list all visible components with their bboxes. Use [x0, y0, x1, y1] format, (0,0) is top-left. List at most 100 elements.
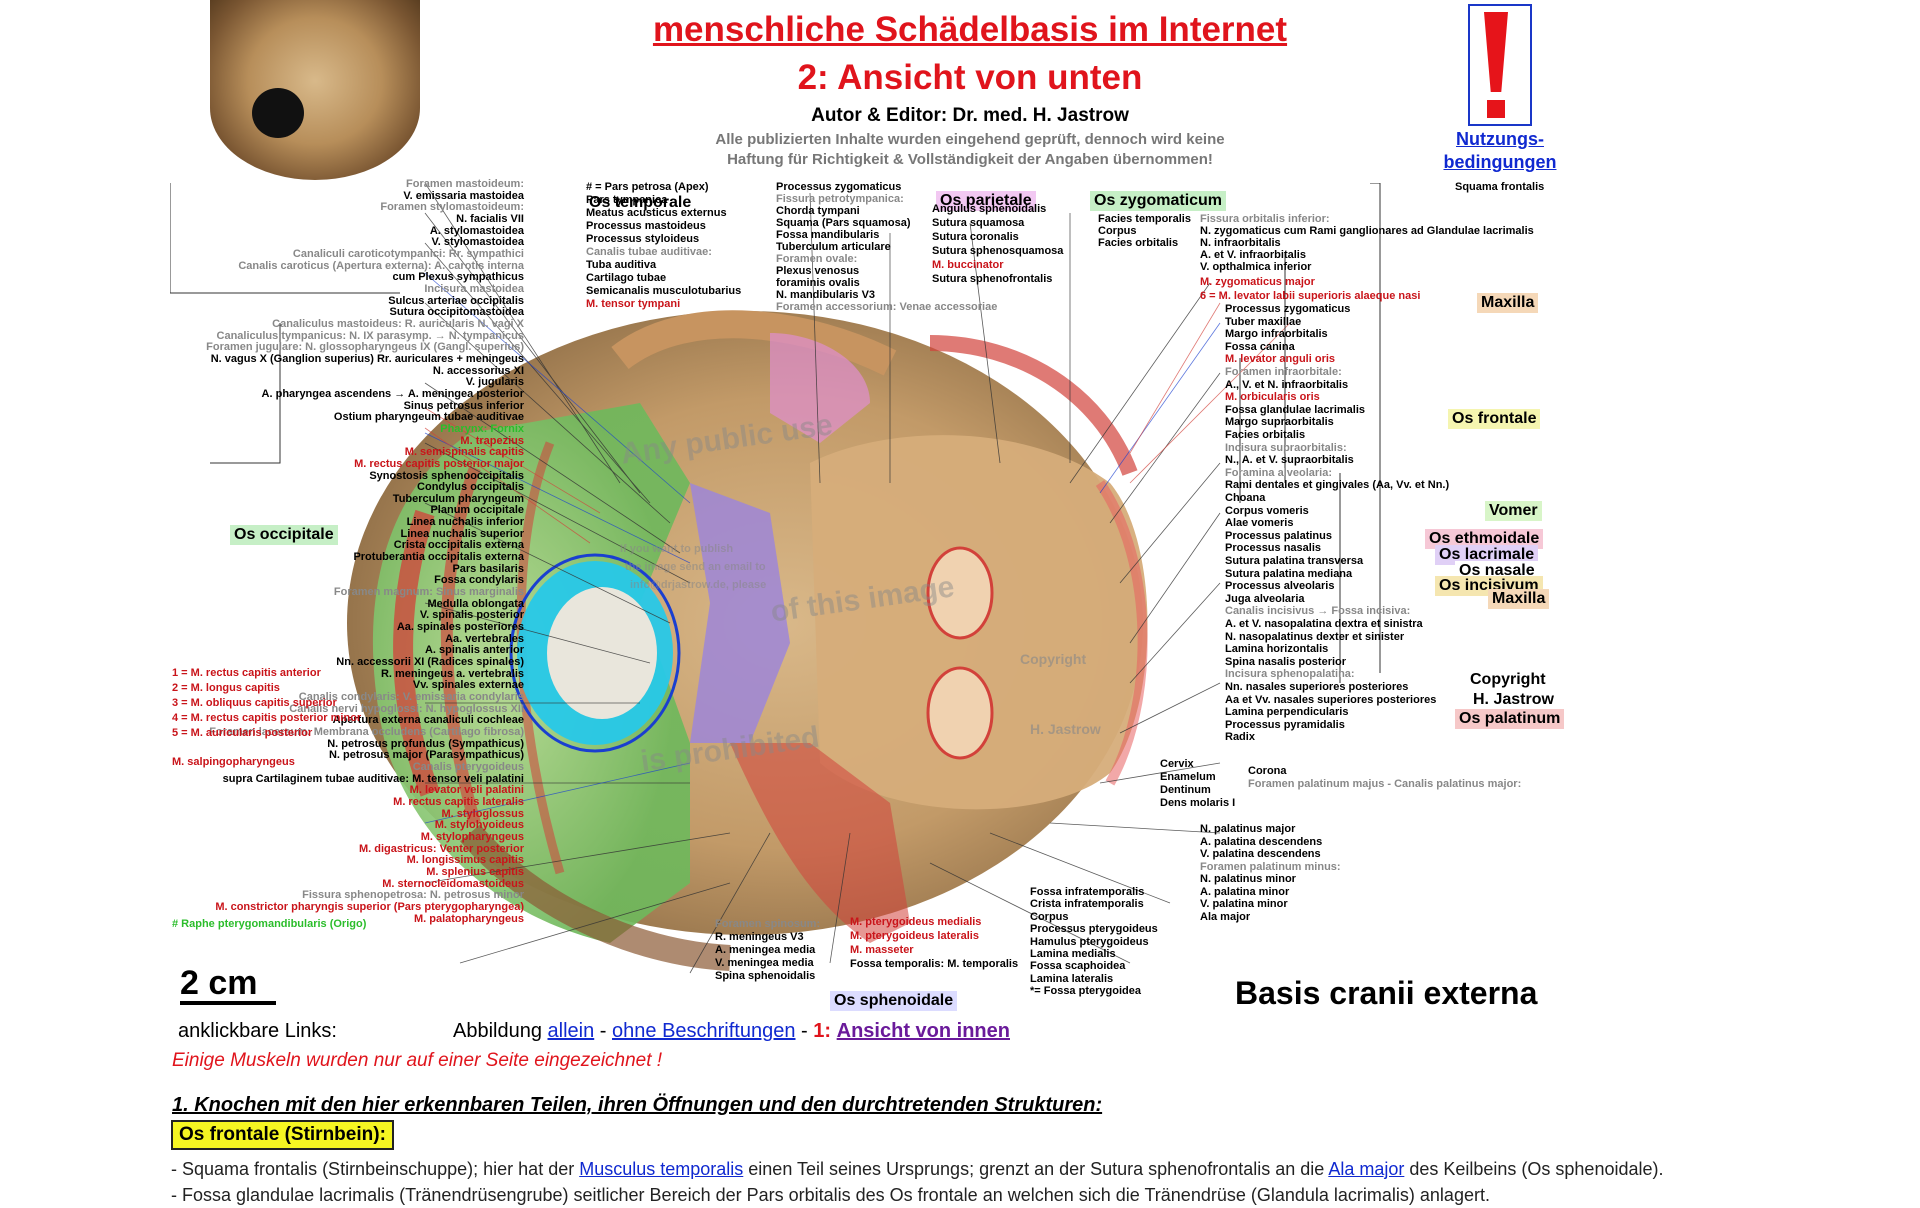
bone-box-os-palatinum[interactable]: Os palatinum: [1455, 709, 1565, 729]
left-label: M. splenius capitis: [426, 865, 524, 878]
left-label: Canaliculi caroticotympanici: Rr. sympat…: [292, 247, 524, 260]
left-label: Foramen mastoideum:: [406, 178, 524, 190]
right-label: A. et V. infraorbitalis: [1200, 249, 1306, 261]
right-label: Squama frontalis: [1455, 181, 1545, 193]
left-label: Foramen stylomastoideum:: [380, 201, 524, 214]
watermark-4: Copyright: [1020, 651, 1087, 667]
right-label: Margo infraorbitalis: [1225, 328, 1328, 341]
link-allein[interactable]: allein: [547, 1020, 595, 1042]
mid-label: Cartilago tubae: [586, 272, 667, 284]
mid-label: Foramen accessorium: Venae accessoriae: [776, 301, 998, 313]
mid-label: Sutura coronalis: [932, 231, 1019, 243]
disclaimer-line2: Haftung für Richtigkeit & Vollständigkei…: [727, 151, 1213, 168]
scale-bar: 2 cm: [180, 965, 276, 1005]
link-musculus-temporalis[interactable]: Musculus temporalis: [579, 1159, 744, 1179]
left-label: Canalis condylaris: V. emissaria condyla…: [298, 691, 524, 704]
body-line-1c: des Keilbeins (Os sphenoidale).: [1404, 1159, 1664, 1179]
right-label: Fossa canina: [1225, 340, 1295, 353]
right-label: Dentinum: [1160, 784, 1211, 796]
left-label: cum Plexus sympathicus: [392, 271, 524, 284]
terms-link-line1: Nutzungs-: [1456, 129, 1544, 149]
left-label: Medulla oblongata: [427, 597, 524, 610]
left-label: A. stylomastoidea: [429, 224, 524, 237]
mid-label: Plexus venosus: [776, 265, 860, 277]
right-label: Fossa glandulae lacrimalis: [1225, 403, 1366, 416]
right-label: A., V. et N. infraorbitalis: [1225, 378, 1349, 391]
right-label: Choana: [1225, 492, 1266, 504]
mid-label: N. mandibularis V3: [776, 289, 876, 301]
link-ohne-beschriftungen[interactable]: ohne Beschriftungen: [612, 1020, 796, 1042]
skull-image: [170, 183, 1381, 974]
left-label: Canalis nervi hypoglossi: N. hypoglossus…: [289, 702, 524, 715]
left-label: Tuberculum pharyngeum: [392, 492, 524, 505]
left-label: Planum occipitale: [430, 504, 524, 517]
bone-box-os-sphenoidale[interactable]: Os sphenoidale: [830, 991, 958, 1011]
mid-label: Meatus acusticus externus: [586, 207, 727, 219]
bone-box-maxilla-2[interactable]: Maxilla: [1488, 589, 1550, 609]
right-label: M. zygomaticus major: [1200, 276, 1315, 288]
abbildung-label: Abbildung: [452, 1020, 542, 1042]
left-label: Aa. vertebrales: [445, 632, 524, 645]
terms-link[interactable]: Nutzungs- bedingungen: [1425, 128, 1575, 174]
left-label: Nn. accessorii XI (Radices spinales): [336, 656, 524, 669]
bone-box-vomer[interactable]: Vomer: [1485, 501, 1542, 521]
right-label: Foramina alveolaria:: [1225, 466, 1332, 479]
warning-icon[interactable]: [1468, 4, 1532, 126]
right-label: Tuber maxillae: [1225, 315, 1302, 328]
left-label: Sinus petrosus inferior: [403, 399, 524, 412]
right-label: Canalis incisivus → Fossa incisiva:: [1225, 605, 1411, 618]
right-label: 6 = M. levator labii superioris alaeque …: [1200, 290, 1421, 302]
legend-5: 5 = M. auricularis posterior: [172, 727, 313, 739]
left-label: M. levator veli palatini: [409, 784, 524, 797]
right-label: Sutura palatina transversa: [1225, 555, 1364, 567]
left-label: Pharynx: Fornix: [440, 422, 524, 435]
bone-box-os-frontale[interactable]: Os frontale: [1448, 409, 1541, 429]
basilar-region: [690, 483, 790, 743]
right-label: Corpus: [1098, 225, 1137, 237]
left-label: Foramen magnum: Sinus marginalis: [333, 586, 524, 599]
mid-label: Processus mastoideus: [586, 220, 706, 232]
left-label: Canaliculus tympanicus: N. IX parasymp. …: [216, 329, 524, 342]
mid-label: A. meningea media: [715, 944, 816, 956]
right-label: Foramen palatinum minus:: [1200, 860, 1341, 873]
right-label: A. palatina minor: [1200, 885, 1290, 898]
right-label: Facies orbitalis: [1098, 237, 1179, 249]
right-label: Ala major: [1200, 910, 1251, 923]
left-label: M. sternocleidomastoideus: [382, 877, 524, 890]
bone-box-os-ethmoidale[interactable]: Os ethmoidale: [1425, 529, 1544, 549]
right-label: M. orbicularis oris: [1225, 391, 1320, 404]
body-text: - Squama frontalis (Stirnbeinschuppe); h…: [171, 1156, 1911, 1208]
mid-label: Sutura sphenosquamosa: [932, 245, 1064, 257]
skull-thumbnail[interactable]: 4 cm: [210, 0, 420, 180]
right-label: Facies temporalis: [1098, 213, 1191, 225]
link-ansicht-von-innen[interactable]: Ansicht von innen: [836, 1020, 1010, 1042]
mid-label: Processus zygomaticus: [776, 181, 902, 193]
left-label: M. stylohyoideus: [434, 819, 524, 832]
right-label: N. palatinus major: [1200, 823, 1296, 835]
legend-4: 4 = M. rectus capitis posterior minor: [172, 712, 362, 724]
mid-label: Processus styloideus: [586, 233, 700, 245]
mid-label: M. salpingopharyngeus: [172, 756, 295, 768]
mid-label: Pars tympanica: [586, 194, 668, 206]
bone-box-os-parietale[interactable]: Os parietale: [936, 191, 1036, 211]
left-label: M. stylopharyngeus: [420, 830, 524, 843]
bone-box-os-temporale[interactable]: Os temporale: [585, 193, 696, 213]
right-label: A. palatina descendens: [1200, 835, 1323, 848]
watermark-7: the image send an email to: [625, 561, 766, 573]
bone-box-os-zygomaticum[interactable]: Os zygomaticum: [1090, 191, 1227, 211]
right-label: Lamina medialis: [1030, 948, 1116, 960]
left-label: N. facialis VII: [456, 212, 524, 225]
sep-2: -: [801, 1020, 808, 1042]
left-label: Apertura externa canaliculi cochleae: [332, 714, 524, 727]
link-ala-major[interactable]: Ala major: [1328, 1159, 1405, 1179]
medulla: [547, 587, 657, 719]
mid-label: Tuberculum articulare: [776, 241, 891, 253]
section-box-os-frontale: Os frontale (Stirnbein):: [171, 1120, 394, 1150]
page-title: menschliche Schädelbasis im Internet: [652, 10, 1288, 49]
bone-box-os-occipitale[interactable]: Os occipitale: [230, 525, 338, 545]
bone-box-os-lacrimale[interactable]: Os lacrimale: [1435, 545, 1539, 565]
right-label: Margo supraorbitalis: [1225, 416, 1334, 429]
disclaimer-line1: Alle publizierten Inhalte wurden eingehe…: [715, 131, 1225, 148]
bone-box-maxilla[interactable]: Maxilla: [1477, 293, 1539, 313]
right-label: Incisura supraorbitalis:: [1225, 441, 1347, 454]
